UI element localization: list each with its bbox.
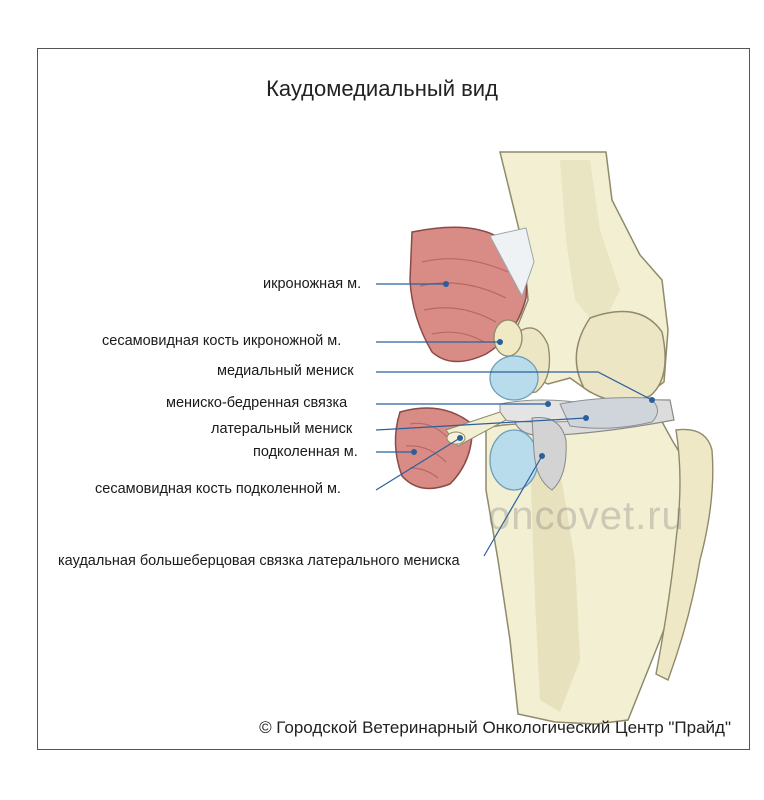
tibia-shading [530,460,580,712]
watermark: oncovet.ru [488,494,685,538]
label-medial-meniscus: медиальный мениск [217,363,354,379]
gastrocnemius-tendon [489,227,535,298]
gastrocnemius-sesamoid [493,319,523,357]
label-gastrocnemius-sesamoid: сесамовидная кость икроножной м. [102,333,342,349]
popliteus-sesamoid [446,431,466,445]
caudal-tibial-ligament-shape [531,416,567,491]
medial-meniscus-lower [489,429,539,491]
label-lateral-meniscus: латеральный мениск [211,421,353,437]
leader-lines [375,283,653,557]
copyright-text: © Городской Ветеринарный Онкологический … [259,718,731,737]
label-gastrocnemius: икроножная м. [263,276,362,292]
label-caudal-tibial-ligament: каудальная большеберцовая связка латерал… [58,553,460,569]
figure-title: Каудомедиальный вид [266,76,498,101]
label-popliteus: подколенная м. [253,444,358,460]
lateral-meniscus-shape [559,397,658,429]
label-popliteus-sesamoid: сесамовидная кость подколенной м. [95,481,341,497]
leader-dots [411,281,655,459]
lateral-condyle [575,310,666,403]
fibula [655,428,714,681]
popliteus-muscle [394,407,473,490]
femur-shading [560,160,620,330]
medial-meniscus [489,355,539,401]
label-meniscofemoral-ligament: мениско-бедренная связка [166,395,348,411]
